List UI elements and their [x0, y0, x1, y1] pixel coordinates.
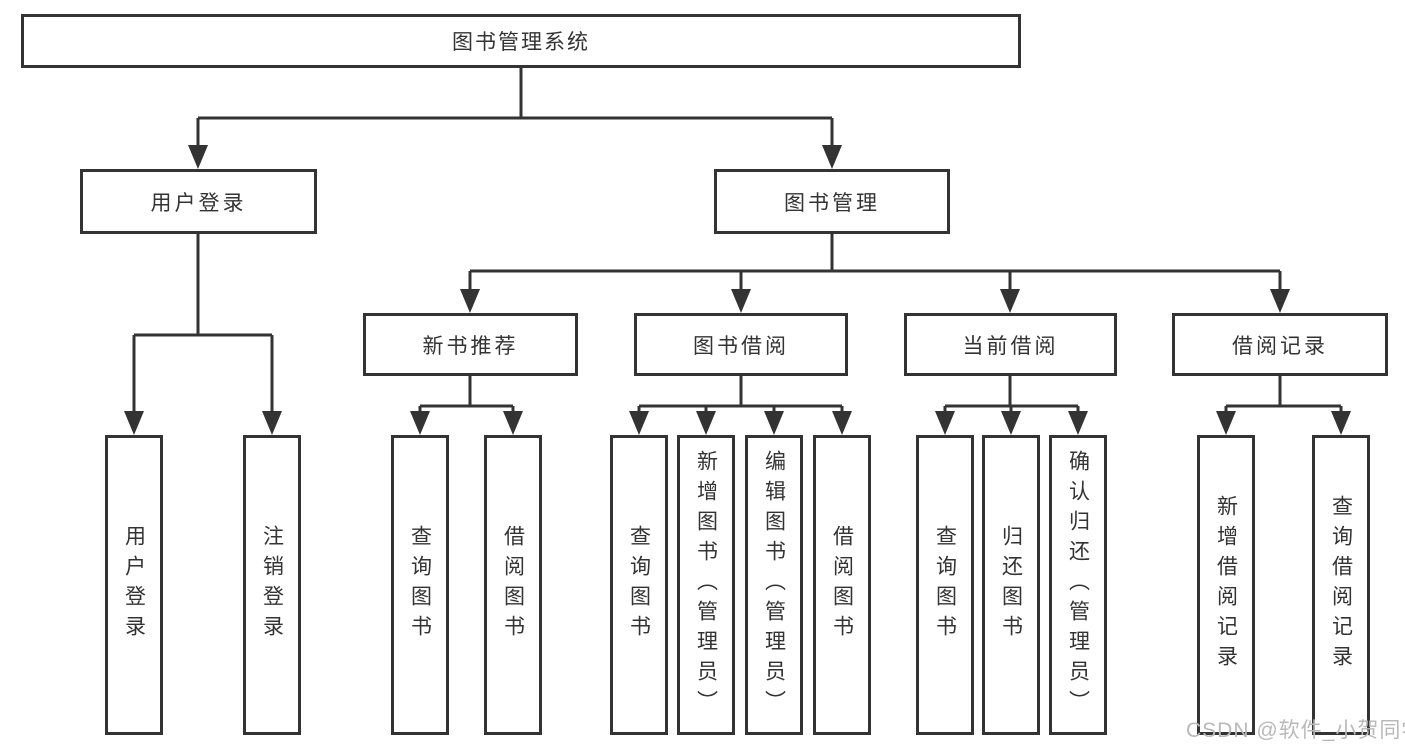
leaf-borrow-edit-admin: 编辑图书（管理员） [745, 435, 803, 735]
node-book-borrow: 图书借阅 [634, 313, 848, 376]
leaf-logout-label: 注销登录 [260, 525, 284, 645]
leaf-user-login-label: 用户登录 [122, 525, 146, 645]
node-root-label: 图书管理系统 [452, 31, 590, 54]
arrow-down-heads [124, 145, 1351, 435]
node-current-borrow-label: 当前借阅 [962, 334, 1059, 358]
leaf-borrow-borrow: 借阅图书 [813, 435, 871, 735]
leaf-borrow-add-admin: 新增图书（管理员） [677, 435, 735, 735]
leaf-newbook-borrow: 借阅图书 [484, 435, 542, 735]
leaf-borrow-query: 查询图书 [610, 435, 668, 735]
node-borrow-records: 借阅记录 [1172, 313, 1388, 376]
node-user-login-branch-label: 用户登录 [150, 191, 247, 215]
leaf-newbook-query-label: 查询图书 [408, 525, 432, 645]
leaf-user-login: 用户登录 [105, 435, 163, 735]
leaf-current-query: 查询图书 [916, 435, 974, 735]
node-borrow-records-label: 借阅记录 [1232, 334, 1328, 358]
leaf-record-add: 新增借阅记录 [1197, 435, 1255, 735]
csdn-watermark: CSDN @软件_小贺同学 [1186, 719, 1405, 742]
leaf-borrow-add-admin-label: 新增图书（管理员） [694, 450, 718, 720]
leaf-record-add-label: 新增借阅记录 [1214, 495, 1238, 675]
node-current-borrow: 当前借阅 [904, 313, 1117, 376]
leaf-newbook-query: 查询图书 [391, 435, 449, 735]
node-new-book-recommend-label: 新书推荐 [422, 334, 519, 358]
leaf-current-return: 归还图书 [982, 435, 1040, 735]
leaf-current-return-label: 归还图书 [999, 525, 1023, 645]
leaf-borrow-query-label: 查询图书 [627, 525, 651, 645]
leaf-current-confirm-admin-label: 确认归还（管理员） [1066, 450, 1090, 720]
leaf-borrow-borrow-label: 借阅图书 [830, 525, 854, 645]
leaf-current-query-label: 查询图书 [933, 525, 957, 645]
leaf-record-query-label: 查询借阅记录 [1329, 495, 1353, 675]
node-user-login-branch: 用户登录 [80, 169, 317, 234]
node-new-book-recommend: 新书推荐 [363, 313, 578, 376]
node-root: 图书管理系统 [21, 14, 1021, 68]
connector-lines [132, 68, 1343, 412]
leaf-borrow-edit-admin-label: 编辑图书（管理员） [762, 450, 786, 720]
leaf-record-query: 查询借阅记录 [1312, 435, 1370, 735]
leaf-current-confirm-admin: 确认归还（管理员） [1049, 435, 1107, 735]
leaf-logout: 注销登录 [243, 435, 301, 735]
node-book-management-label: 图书管理 [784, 191, 880, 215]
node-book-management: 图书管理 [714, 169, 950, 234]
node-book-borrow-label: 图书借阅 [693, 334, 789, 358]
leaf-newbook-borrow-label: 借阅图书 [501, 525, 525, 645]
